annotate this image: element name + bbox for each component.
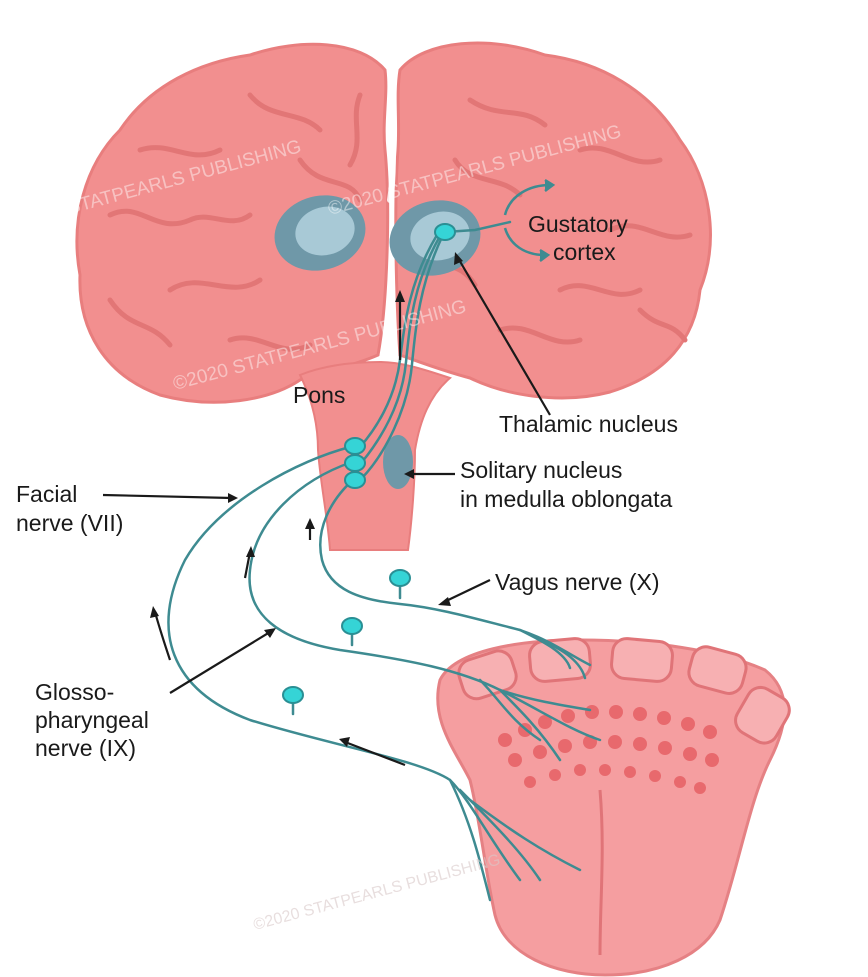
label-facial-nerve-1: Facial [16, 481, 77, 507]
label-pons: Pons [293, 382, 345, 408]
label-glosso-2: pharyngeal [35, 707, 149, 733]
label-glosso-1: Glosso- [35, 679, 114, 705]
tongue [438, 637, 795, 975]
label-glosso-3: nerve (IX) [35, 735, 136, 761]
label-gustatory-cortex-1: Gustatory [528, 211, 628, 237]
label-solitary-nucleus-2: in medulla oblongata [460, 486, 672, 512]
watermark-4: ©2020 STATPEARLS PUBLISHING [252, 851, 503, 933]
label-thalamic-nucleus: Thalamic nucleus [499, 411, 678, 437]
label-solitary-nucleus-1: Solitary nucleus [460, 457, 622, 483]
label-vagus-nerve: Vagus nerve (X) [495, 569, 659, 595]
label-facial-nerve-2: nerve (VII) [16, 510, 123, 536]
label-gustatory-cortex-2: cortex [553, 239, 616, 265]
